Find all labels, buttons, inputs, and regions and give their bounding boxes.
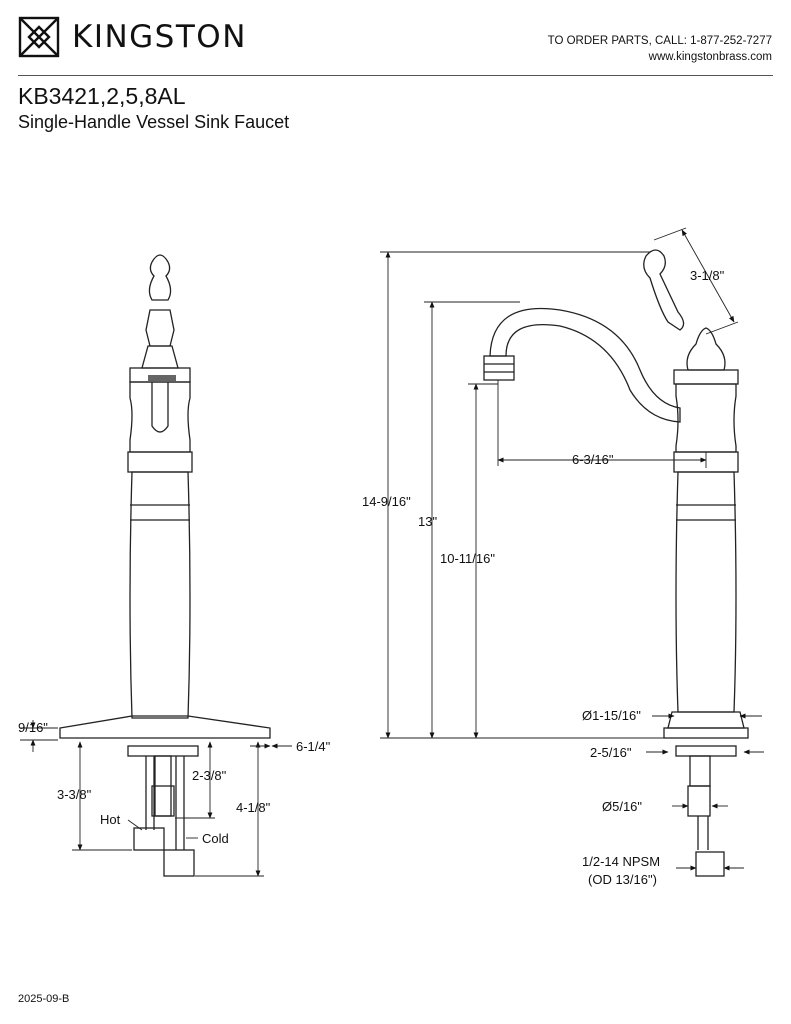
side-view xyxy=(483,249,749,877)
dim-mount-width: 2-5/16" xyxy=(590,745,632,760)
header-divider xyxy=(18,75,773,76)
front-cold-supply xyxy=(175,756,185,850)
side-handle xyxy=(643,249,685,331)
contact-info: TO ORDER PARTS, CALL: 1-877-252-7277 www… xyxy=(548,33,772,65)
front-hot-fitting xyxy=(133,827,165,851)
order-phone: TO ORDER PARTS, CALL: 1-877-252-7277 xyxy=(547,35,772,47)
dim-cold-supply-length: 4-1/8" xyxy=(236,800,271,815)
front-view xyxy=(59,254,271,877)
model-number: KB3421,2,5,8AL xyxy=(18,83,186,109)
front-column xyxy=(129,471,191,719)
brand-block: KINGSTON xyxy=(18,16,247,58)
dim-hot-supply-length: 3-3/8" xyxy=(57,787,92,802)
dim-spout-height: 13" xyxy=(418,514,437,529)
dim-base-diameter: Ø1-15/16" xyxy=(582,708,641,723)
dim-spout-reach: 6-3/16" xyxy=(572,452,614,467)
dim-deck-thickness: 9/16" xyxy=(18,720,48,735)
side-shank-thread xyxy=(687,785,711,817)
side-body xyxy=(675,383,737,453)
front-mount-nut xyxy=(127,745,199,757)
side-supply xyxy=(697,816,709,850)
side-fitting xyxy=(695,851,725,877)
front-neck xyxy=(141,345,179,369)
brand-name: KINGSTON xyxy=(72,19,247,55)
dim-base-plate-length: 6-1/4" xyxy=(296,739,331,754)
dim-shank-length: 2-3/8" xyxy=(192,768,227,783)
side-column xyxy=(675,471,737,713)
side-spout xyxy=(489,307,681,423)
kingston-logo-icon xyxy=(18,16,60,58)
dim-total-height: 14-9/16" xyxy=(362,494,411,509)
side-base xyxy=(667,711,745,729)
dim-thread-spec: 1/2-14 NPSM xyxy=(582,854,660,869)
front-hot-supply xyxy=(145,756,155,830)
front-shank-thread xyxy=(151,785,175,817)
front-body xyxy=(129,381,191,453)
side-dome xyxy=(686,327,726,371)
revision-code: 2025-09-B xyxy=(18,993,70,1005)
dim-spout-clearance: 10-11/16" xyxy=(440,551,495,566)
product-name: Single-Handle Vessel Sink Faucet xyxy=(18,112,290,132)
label-hot: Hot xyxy=(100,812,121,827)
dim-thread-od: (OD 13/16") xyxy=(588,872,657,887)
front-body-band xyxy=(127,451,193,473)
side-deck xyxy=(663,727,749,739)
side-shank xyxy=(689,755,711,787)
front-spout xyxy=(151,382,169,433)
side-aerator xyxy=(483,355,515,381)
side-collar xyxy=(673,369,739,385)
label-cold: Cold xyxy=(202,831,229,846)
dim-handle-length: 3-1/8" xyxy=(690,268,725,283)
front-base-plate xyxy=(59,715,271,739)
front-aerator xyxy=(148,375,176,381)
front-handle-knob xyxy=(148,254,172,301)
front-cold-fitting xyxy=(163,849,195,877)
side-mount-nut xyxy=(675,745,737,757)
website: www.kingstonbrass.com xyxy=(648,51,772,63)
front-handle-lever xyxy=(145,309,175,347)
dim-shank-diameter: Ø5/16" xyxy=(602,799,642,814)
